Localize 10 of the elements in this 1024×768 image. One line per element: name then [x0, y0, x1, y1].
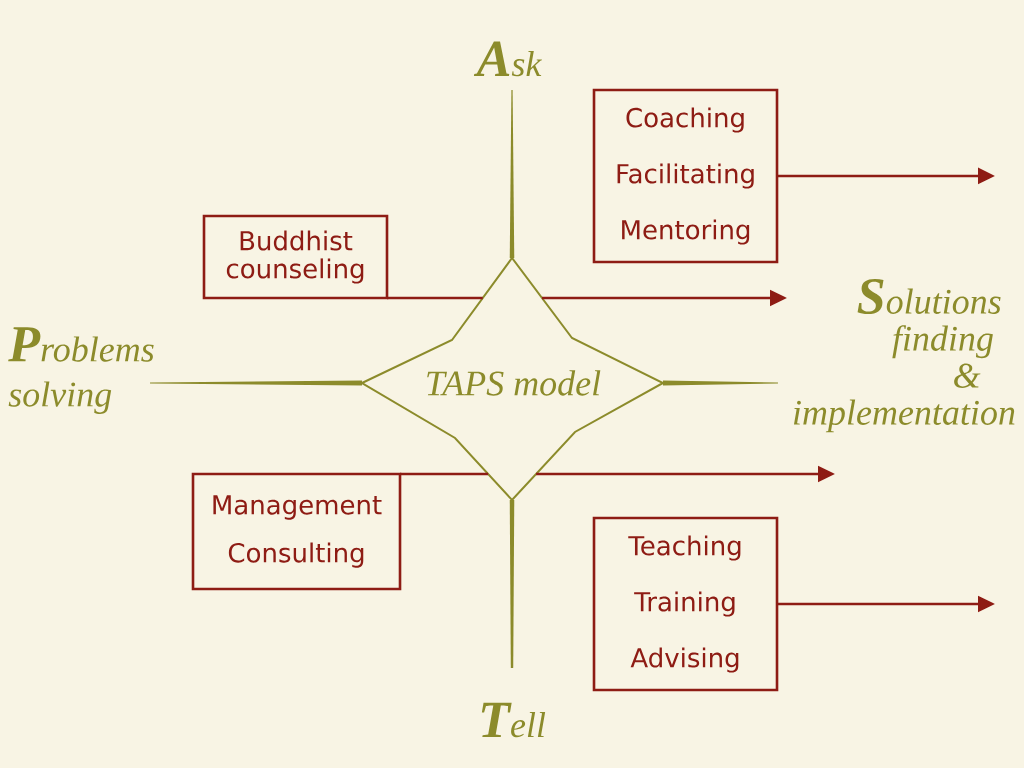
connector-line	[387, 296, 483, 300]
axis-label: Tell	[481, 702, 546, 738]
text-box: Coaching Facilitating Mentoring	[592, 88, 779, 264]
axis-label: Problems solving	[8, 327, 154, 415]
text-box: Management Consulting	[191, 472, 402, 591]
axis-label: Ask	[473, 41, 542, 77]
text-box: Buddhist counseling	[202, 214, 389, 300]
connector-line	[400, 472, 489, 476]
text-box: Teaching Training Advising	[592, 516, 779, 692]
axis-label: Solutions finding & implementation	[793, 279, 1015, 433]
